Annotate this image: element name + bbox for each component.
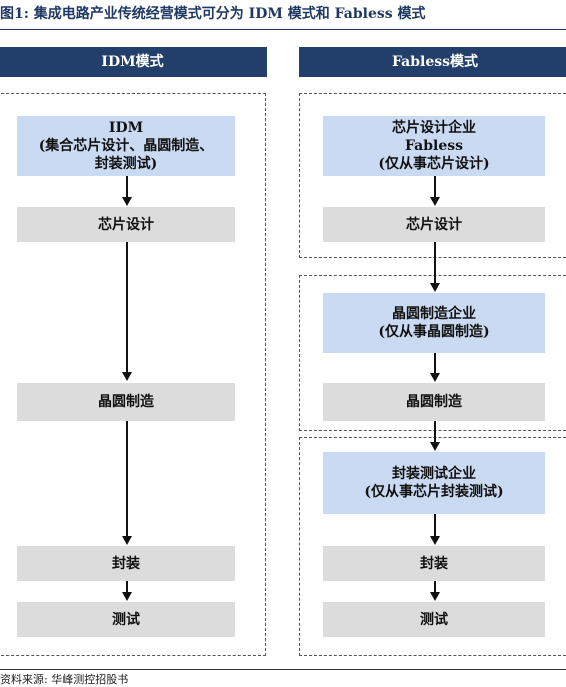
fabless-design-company-name: 芯片设计企业: [392, 120, 476, 136]
fabless-step-wafer: 晶圆制造: [323, 383, 545, 421]
fabless-arrow-1: [430, 197, 440, 206]
fabless-connector-5: [434, 514, 436, 537]
fabless-step-test-label: 测试: [420, 611, 448, 628]
fabless-step-design: 芯片设计: [323, 207, 545, 242]
fabless-step-package-label: 封装: [420, 555, 448, 572]
fabless-package-company-desc: (仅从事芯片封装测试): [364, 484, 504, 500]
idm-company-desc-line1: (集合芯片设计、晶圆制造、: [38, 138, 214, 154]
fabless-connector-6: [434, 581, 436, 593]
idm-dashed-region: [0, 93, 266, 656]
idm-connector-1: [126, 176, 128, 198]
idm-step-design-label: 芯片设计: [98, 216, 154, 233]
fabless-design-company-type: Fabless: [404, 138, 464, 154]
idm-arrow-2: [122, 372, 132, 381]
fabless-connector-3: [434, 353, 436, 374]
fabless-package-company-name: 封装测试企业: [392, 466, 476, 482]
idm-step-test: 测试: [17, 602, 235, 637]
fabless-step-design-label: 芯片设计: [406, 216, 462, 233]
fabless-design-company-desc: (仅从事芯片设计): [378, 156, 490, 172]
idm-company-name: IDM: [108, 120, 144, 136]
fabless-design-region: [299, 93, 566, 258]
fabless-arrow-2: [430, 283, 440, 292]
fabless-fab-company-desc: (仅从事晶圆制造): [378, 324, 490, 340]
fabless-fab-region: [299, 275, 566, 431]
footer-divider: [0, 669, 566, 670]
idm-step-package: 封装: [17, 546, 235, 581]
idm-step-design: 芯片设计: [17, 207, 235, 242]
figure-title: 图1: 集成电路产业传统经营模式可分为 IDM 模式和 Fabless 模式: [0, 6, 426, 22]
fabless-step-test: 测试: [323, 602, 545, 637]
fabless-arrow-5: [430, 536, 440, 545]
fabless-step-wafer-label: 晶圆制造: [406, 394, 462, 410]
source-note: 资料来源: 华峰测控招股书: [0, 673, 129, 686]
idm-step-package-label: 封装: [112, 555, 140, 572]
idm-arrow-4: [122, 592, 132, 601]
idm-company-box: IDM (集合芯片设计、晶圆制造、 封装测试): [17, 116, 235, 176]
fabless-package-company-box: 封装测试企业 (仅从事芯片封装测试): [323, 452, 545, 514]
fabless-package-region: [299, 437, 566, 656]
fabless-arrow-6: [430, 592, 440, 601]
idm-company-desc-line2: 封装测试): [94, 156, 158, 172]
idm-connector-3: [126, 421, 128, 537]
idm-arrow-3: [122, 536, 132, 545]
idm-step-wafer: 晶圆制造: [17, 383, 235, 421]
fabless-connector-2: [434, 242, 436, 284]
fabless-fab-company-box: 晶圆制造企业 (仅从事晶圆制造): [323, 293, 545, 353]
idm-connector-4: [126, 581, 128, 593]
idm-arrow-1: [122, 197, 132, 206]
fabless-fab-company-name: 晶圆制造企业: [392, 306, 476, 322]
idm-connector-2: [126, 242, 128, 373]
fabless-arrow-4: [430, 442, 440, 451]
title-divider: [0, 29, 566, 30]
fabless-header: Fabless模式: [299, 47, 566, 77]
fabless-connector-4: [434, 421, 436, 443]
idm-step-test-label: 测试: [112, 611, 140, 628]
fabless-connector-1: [434, 176, 436, 198]
idm-step-wafer-label: 晶圆制造: [98, 394, 154, 410]
fabless-step-package: 封装: [323, 546, 545, 581]
fabless-design-company-box: 芯片设计企业 Fabless (仅从事芯片设计): [323, 116, 545, 176]
idm-header: IDM模式: [0, 47, 267, 77]
fabless-arrow-3: [430, 373, 440, 382]
